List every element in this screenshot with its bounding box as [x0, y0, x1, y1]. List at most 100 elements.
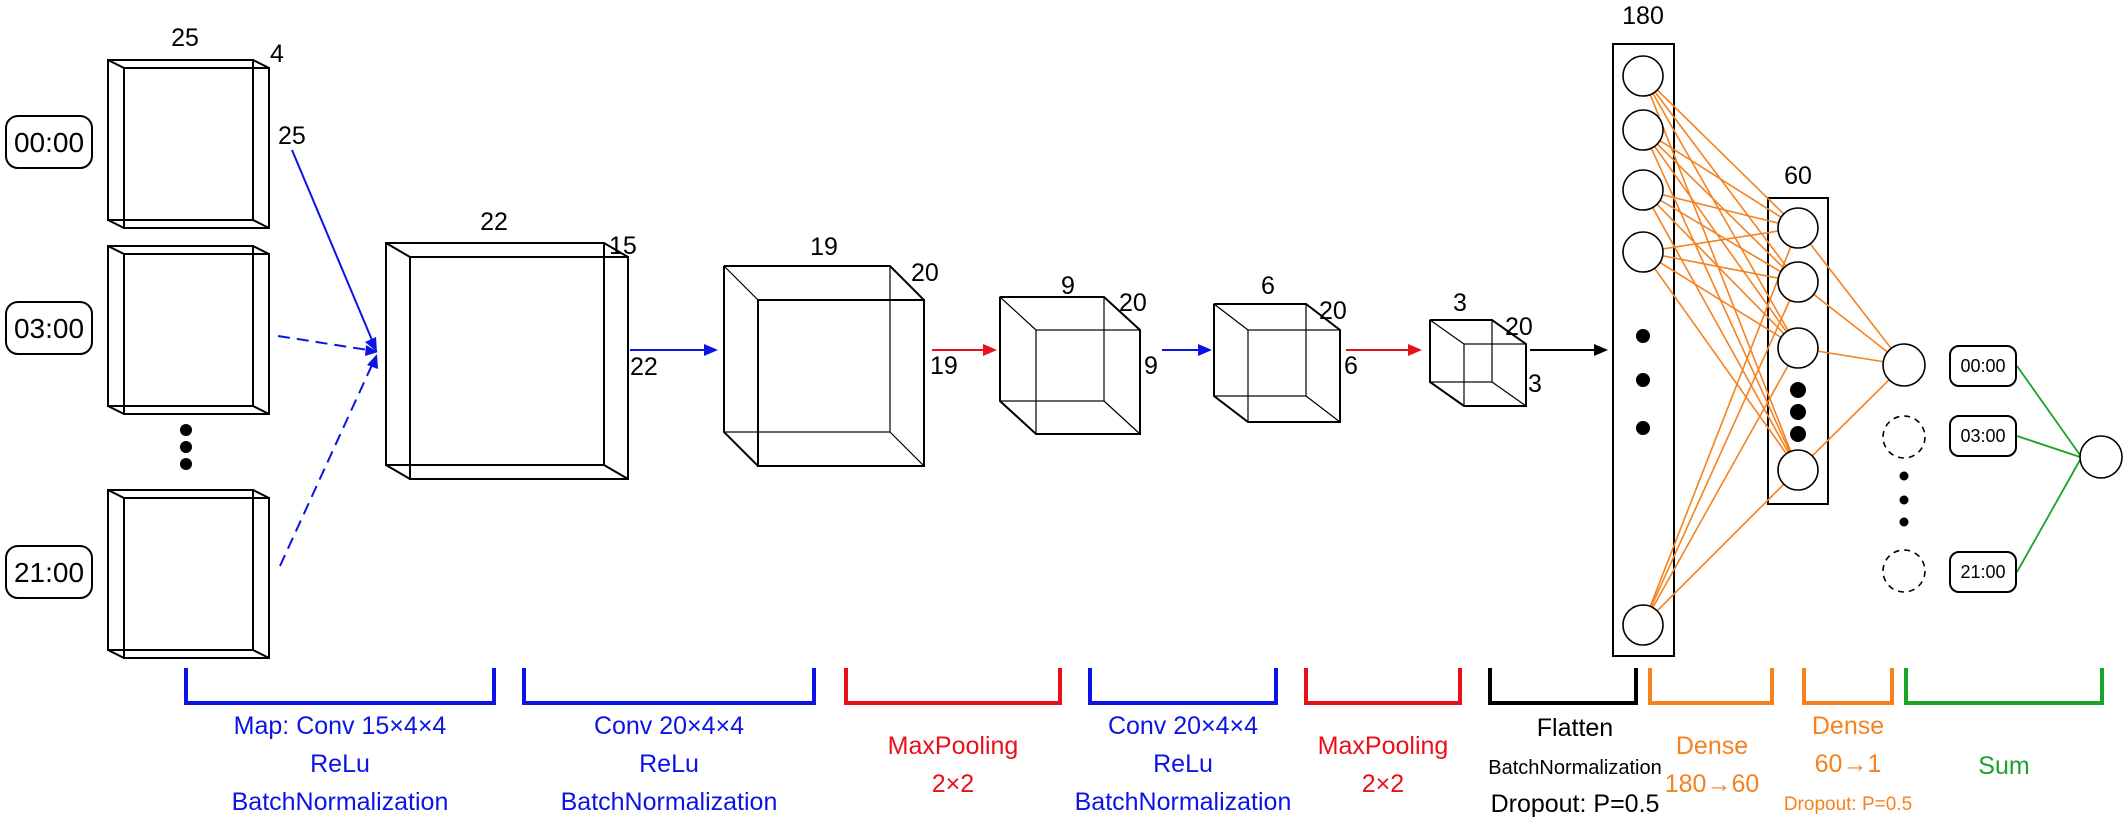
pool1-depth-label: 20 — [1119, 289, 1147, 317]
stage-2-bracket — [844, 668, 1062, 705]
stage-0-line-2: BatchNormalization — [232, 788, 449, 816]
conv1-volume — [385, 242, 629, 480]
pool1-to-conv3-arrow — [1162, 344, 1212, 356]
stage-0: Map: Conv 15×4×4 ReLu BatchNormalization — [184, 668, 496, 816]
stage-0-line-0: Map: Conv 15×4×4 — [234, 712, 447, 740]
conv3-to-pool2-arrow — [1346, 344, 1422, 356]
stage-5-line-2: Dropout: P=0.5 — [1491, 790, 1660, 818]
stage-6: Dense 180→60 — [1648, 668, 1774, 798]
stage-5-bracket — [1488, 668, 1638, 705]
input-time-label-2: 21:00 — [5, 545, 93, 599]
conv3-height-label: 6 — [1344, 352, 1358, 380]
input-depth-label: 4 — [270, 40, 284, 68]
dense1-neuron-dashed-2 — [1882, 549, 1926, 593]
stage-5: Flatten BatchNormalization Dropout: P=0.… — [1488, 668, 1662, 818]
pool1-width-label: 9 — [1061, 272, 1075, 300]
flatten-layer-box — [1612, 43, 1675, 657]
stage-0-bracket — [184, 668, 496, 705]
stage-7-line-1: 60→1 — [1815, 750, 1882, 778]
conv2-height-label: 19 — [930, 352, 958, 380]
input-time-label-1: 03:00 — [5, 301, 93, 355]
stage-8-line-0: Sum — [1978, 752, 2029, 780]
pool1-height-label: 9 — [1144, 352, 1158, 380]
input-height-label: 25 — [278, 122, 306, 150]
stage-7-line-0: Dense — [1812, 712, 1884, 740]
conv2-volume — [723, 265, 925, 467]
sum-connections — [2016, 365, 2081, 573]
dense1-ellipsis — [1899, 471, 1909, 527]
stage-7: Dense 60→1 Dropout: P=0.5 — [1784, 668, 1912, 815]
stage-2-line-0: MaxPooling — [888, 732, 1019, 760]
stage-4: MaxPooling 2×2 — [1304, 668, 1462, 798]
stage-4-line-0: MaxPooling — [1318, 732, 1449, 760]
dense1-neuron-dashed-1 — [1882, 415, 1926, 459]
input-width-label: 25 — [171, 24, 199, 52]
output-time-label-1: 03:00 — [1949, 415, 2017, 457]
conv3-width-label: 6 — [1261, 272, 1275, 300]
conv2-to-pool1-arrow — [932, 344, 997, 356]
input-time-label-0: 00:00 — [5, 115, 93, 169]
stage-1-line-1: ReLu — [639, 750, 699, 778]
output-time-label-2: 21:00 — [1949, 551, 2017, 593]
stage-3-line-1: ReLu — [1153, 750, 1213, 778]
pool2-width-label: 3 — [1453, 289, 1467, 317]
stage-7-bracket — [1802, 668, 1894, 705]
svg-text:00:00: 00:00 — [14, 127, 84, 158]
stage-1-line-2: BatchNormalization — [561, 788, 778, 816]
stage-4-bracket — [1304, 668, 1462, 705]
stage-1: Conv 20×4×4 ReLu BatchNormalization — [522, 668, 816, 816]
svg-text:03:00: 03:00 — [14, 313, 84, 344]
svg-text:03:00: 03:00 — [1960, 426, 2005, 446]
pool2-height-label: 3 — [1528, 370, 1542, 398]
conv1-height-label: 22 — [630, 353, 658, 381]
stage-2: MaxPooling 2×2 — [844, 668, 1062, 798]
stage-4-line-1: 2×2 — [1362, 770, 1404, 798]
pool2-depth-label: 20 — [1505, 313, 1533, 341]
stage-2-line-1: 2×2 — [932, 770, 974, 798]
conv1-width-label: 22 — [480, 208, 508, 236]
svg-text:00:00: 00:00 — [1960, 356, 2005, 376]
svg-text:21:00: 21:00 — [14, 557, 84, 588]
stage-3-bracket — [1088, 668, 1278, 705]
input-slab-0 — [107, 59, 270, 229]
stage-6-bracket — [1648, 668, 1774, 705]
conv1-to-conv2-arrow — [630, 344, 718, 356]
conv3-depth-label: 20 — [1319, 297, 1347, 325]
output-time-label-0: 00:00 — [1949, 345, 2017, 387]
pool2-to-flatten-arrow — [1530, 344, 1608, 356]
svg-text:21:00: 21:00 — [1960, 562, 2005, 582]
flatten-neurons — [1622, 55, 1664, 646]
conv3-volume — [1213, 303, 1341, 423]
dense-layer-box — [1767, 197, 1829, 505]
conv1-depth-label: 15 — [609, 232, 637, 260]
stage-3-line-0: Conv 20×4×4 — [1108, 712, 1258, 740]
conv2-depth-label: 20 — [911, 259, 939, 287]
flatten-count-label: 180 — [1622, 2, 1664, 30]
dense-connections — [1642, 75, 1905, 626]
stage-8-bracket — [1904, 668, 2104, 705]
stage-1-bracket — [522, 668, 816, 705]
stage-0-line-1: ReLu — [310, 750, 370, 778]
dense60-neurons — [1777, 207, 1819, 491]
input-to-conv-arrows — [277, 149, 378, 567]
stage-1-line-0: Conv 20×4×4 — [594, 712, 744, 740]
input-slab-1 — [107, 245, 270, 415]
input-slab-2 — [107, 489, 270, 659]
dense-count-label: 60 — [1784, 162, 1812, 190]
pool1-volume — [999, 296, 1141, 435]
stage-5-line-0: Flatten — [1537, 714, 1613, 742]
dense1-neuron — [1882, 343, 1926, 387]
stage-6-line-1: 180→60 — [1665, 770, 1760, 798]
stage-8: Sum — [1904, 668, 2104, 780]
dense60-ellipsis — [1790, 382, 1806, 442]
flatten-ellipsis — [1636, 329, 1650, 435]
stage-7-line-2: Dropout: P=0.5 — [1784, 794, 1912, 815]
conv2-width-label: 19 — [810, 233, 838, 261]
pool2-volume — [1429, 319, 1527, 407]
sum-neuron — [2079, 435, 2123, 479]
stage-5-line-1: BatchNormalization — [1488, 757, 1661, 779]
stage-3-line-2: BatchNormalization — [1075, 788, 1292, 816]
stage-6-line-0: Dense — [1676, 732, 1748, 760]
input-ellipsis — [180, 424, 192, 470]
